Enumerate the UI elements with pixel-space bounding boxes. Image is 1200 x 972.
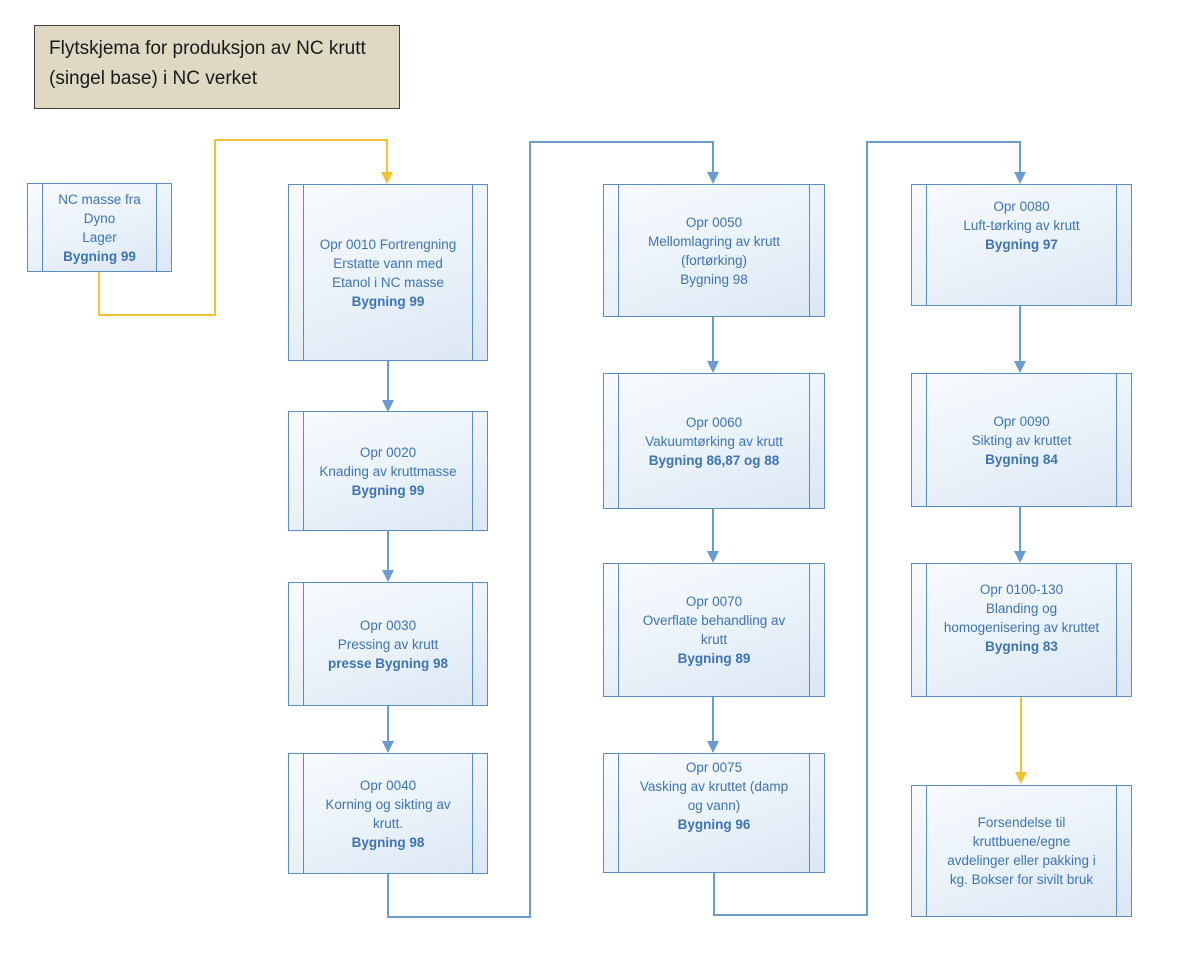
box-line: (fortørking) [680,252,747,268]
box-line: Mellomlagring av krutt [647,233,781,249]
diagram-title: Flytskjema for produksjon av NC krutt (s… [34,25,400,109]
box-line: krutt. [372,815,403,831]
box-line: homogenisering av kruttet [943,620,1100,635]
box-line: Opr 0070 [685,594,743,609]
box-line: Opr 0040 [359,777,417,793]
box-line: Opr 0060 [685,414,743,430]
box-building: Bygning 97 [985,237,1058,252]
box-opr-0060: Opr 0060 Vakuumtørking av krutt Bygning … [603,373,825,509]
box-line: Blanding og [985,601,1058,616]
box-building: Bygning 98 [351,834,425,850]
box-opr-0020: Opr 0020 Knading av kruttmasse Bygning 9… [288,411,488,531]
box-opr-0075: Opr 0075 Vasking av kruttet (damp og van… [603,753,825,873]
box-line: Vakuumtørking av krutt [645,433,783,449]
box-line: Opr 0050 [685,214,743,230]
box-opr-0090: Opr 0090 Sikting av kruttet Bygning 84 [911,373,1132,507]
connector-0075-to-0080 [713,141,1026,916]
box-line: Dyno [83,210,116,226]
box-nc-masse-source: NC masse fra Dyno Lager Bygning 99 [27,183,172,272]
box-line: Opr 0080 [993,199,1050,214]
box-line: Opr 0075 [685,760,743,775]
box-line: Lager [82,229,117,245]
box-line: Knading av kruttmasse [319,463,457,479]
connector-source-to-0010 [98,139,393,316]
box-line: Opr 0020 [359,444,417,460]
box-line: kruttbuene/egne [972,834,1071,849]
box-opr-0010: Opr 0010 Fortrengning Erstatte vann med … [288,184,488,361]
box-building: Bygning 99 [63,248,136,264]
box-line: krutt [700,632,728,647]
box-line: og vann) [687,798,741,813]
box-opr-0080: Opr 0080 Luft-tørking av krutt Bygning 9… [911,184,1132,306]
box-line: Pressing av krutt [337,636,439,652]
box-line: Overflate behandling av [642,613,786,628]
box-line: Opr 0100-130 [979,582,1064,597]
box-line: Luft-tørking av krutt [963,218,1080,233]
box-line: Korning og sikting av [325,796,451,812]
box-line: Sikting av kruttet [971,432,1072,448]
box-building: Bygning 96 [677,817,751,832]
title-line-2: (singel base) i NC verket [49,68,258,89]
box-building: Bygning 89 [677,651,751,666]
box-opr-0040: Opr 0040 Korning og sikting av krutt. By… [288,753,488,874]
title-line-1: Flytskjema for produksjon av NC krutt [49,38,366,59]
box-building: Bygning 83 [985,639,1058,654]
box-opr-0070: Opr 0070 Overflate behandling av krutt B… [603,563,825,697]
box-opr-0030: Opr 0030 Pressing av krutt presse Bygnin… [288,582,488,706]
box-line: Forsendelse til [977,815,1066,830]
box-line: avdelinger eller pakking i [947,853,1096,868]
box-building: Bygning 84 [985,451,1058,467]
box-building: Bygning 99 [351,482,425,498]
box-building: presse Bygning 98 [327,655,449,671]
box-line: NC masse fra [58,191,141,207]
box-shipping: Forsendelse til kruttbuene/egne avdeling… [911,785,1132,917]
box-line: Etanol i NC masse [332,274,444,290]
box-line: Vasking av kruttet (damp [639,779,789,794]
box-opr-0100-130: Opr 0100-130 Blanding og homogenisering … [911,563,1132,697]
box-opr-0050: Opr 0050 Mellomlagring av krutt (fortørk… [603,184,825,317]
box-building: Bygning 99 [351,293,425,309]
box-line: Opr 0030 [359,617,417,633]
box-line: Opr 0010 Fortrengning [319,236,457,252]
box-line: Erstatte vann med [333,255,443,271]
box-building: Bygning 98 [680,271,748,287]
box-line: kg. Bokser for sivilt bruk [949,872,1094,887]
box-line: Opr 0090 [993,413,1050,429]
connector-0040-to-0050 [387,141,719,918]
box-building: Bygning 86,87 og 88 [648,452,780,468]
